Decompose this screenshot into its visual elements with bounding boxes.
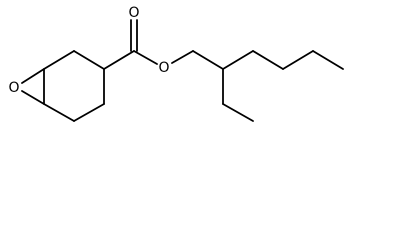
- chain-bond: [222, 50, 254, 70]
- chemical-structure-diagram: O O O: [8, 5, 344, 122]
- ring-to-carbonyl-bond: [103, 50, 135, 70]
- carbonyl-to-ester-oxygen-bond: [133, 50, 158, 65]
- cyclohexane-ring: [43, 50, 105, 122]
- chain-bond: [312, 50, 344, 70]
- epoxide-ring: [21, 68, 45, 105]
- epoxide-bond: [21, 68, 45, 84]
- epoxide-oxygen-label: O: [8, 80, 19, 96]
- chain-bond: [252, 50, 284, 70]
- carbonyl-oxygen-label: O: [128, 5, 139, 21]
- atom-labels: O O O: [8, 5, 169, 96]
- ester-oxygen-label: O: [158, 60, 169, 76]
- ethyl-branch-bond: [222, 103, 254, 122]
- ring-bond: [43, 50, 75, 70]
- chain-bond: [192, 50, 224, 70]
- ethylhexyl-chain: [192, 50, 344, 122]
- ring-bond: [73, 50, 105, 70]
- ring-bond: [43, 103, 75, 122]
- ester-group: [103, 19, 194, 70]
- chain-bond: [282, 50, 314, 70]
- ester-oxygen-to-ch2-bond: [171, 50, 194, 64]
- ring-bond: [73, 103, 105, 122]
- epoxide-bond: [21, 90, 45, 105]
